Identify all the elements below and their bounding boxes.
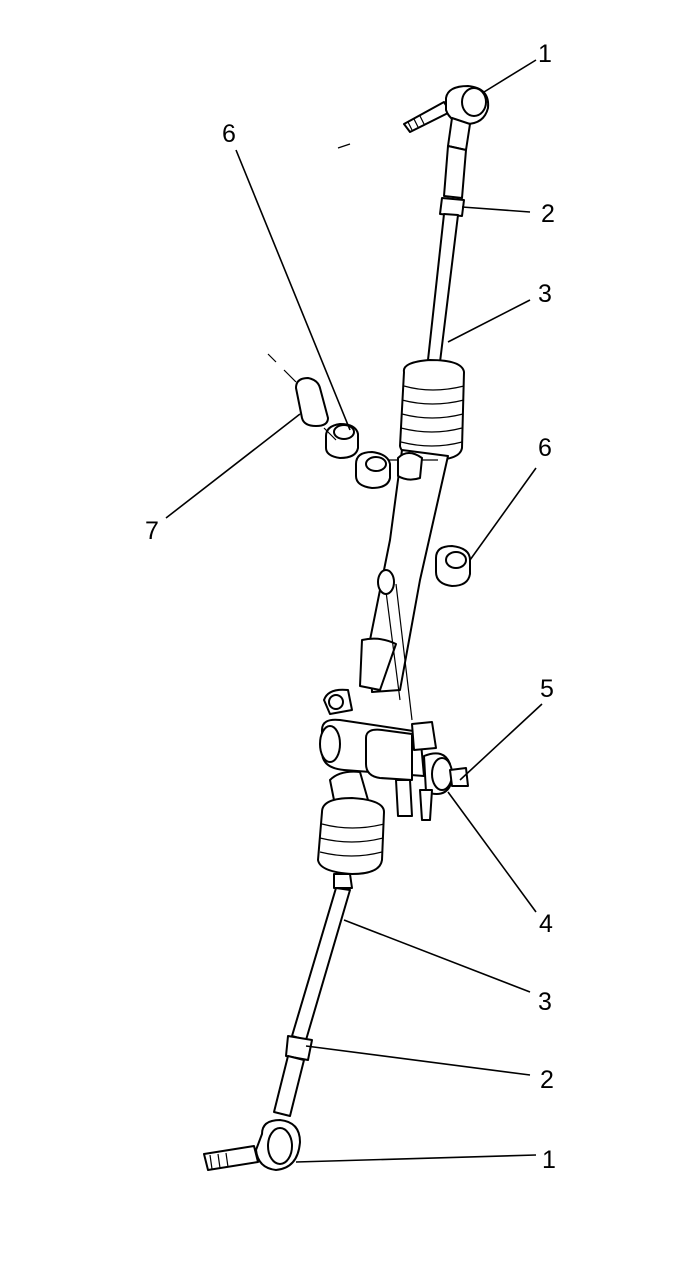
leader-3-top: [447, 299, 531, 343]
callout-1-top: 1: [538, 40, 552, 68]
leader-4: [447, 791, 537, 913]
callout-labels: 1 2 3 6 6 7 5 4 3 2 1: [145, 40, 556, 1174]
rack-housing: [359, 449, 449, 721]
callout-3-bottom: 3: [538, 988, 552, 1016]
leader-2-bottom: [305, 1045, 531, 1076]
tie-rod-top: [427, 145, 467, 363]
callout-2-top: 2: [541, 200, 555, 228]
callout-3-top: 3: [538, 280, 552, 308]
leader-lines: [165, 59, 543, 1163]
bellows-boot-bottom: [317, 797, 385, 875]
leader-7: [165, 413, 301, 519]
pinion-valve-housing: [319, 688, 469, 821]
callout-1-bottom: 1: [542, 1146, 556, 1174]
callout-6-left: 6: [222, 120, 236, 148]
leader-3-bottom: [343, 919, 531, 993]
callout-2-bottom: 2: [540, 1066, 554, 1094]
bellows-boot-top: [399, 359, 465, 461]
tie-rod-bottom: [273, 873, 353, 1117]
tie-rod-end-top: [337, 85, 490, 151]
mount-bushing-right: [435, 545, 471, 587]
tie-rod-end-bottom: [203, 1119, 301, 1171]
mount-bushing-left: [325, 423, 391, 489]
leader-1-bottom: [295, 1154, 537, 1163]
callout-7: 7: [145, 517, 159, 545]
callout-4: 4: [539, 910, 553, 938]
leader-6-left: [235, 149, 351, 431]
leader-5: [459, 703, 543, 781]
leader-6-right: [469, 467, 537, 561]
callout-5: 5: [540, 675, 554, 703]
callout-6-right: 6: [538, 434, 552, 462]
leader-2-top: [461, 206, 531, 213]
mount-bolt: [267, 353, 337, 441]
leader-1-top: [483, 59, 537, 93]
